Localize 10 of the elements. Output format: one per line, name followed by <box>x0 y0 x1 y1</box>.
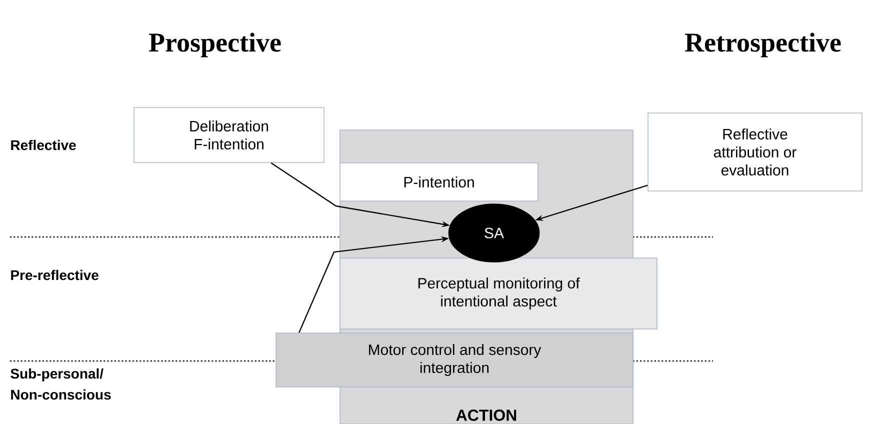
text-box: Deliberation F-intention <box>134 107 324 163</box>
text-box: Perceptual monitoring of intentional aspect <box>340 258 658 330</box>
text-box: Motor control and sensory integration <box>276 332 634 388</box>
level-label: Sub-personal/ Non-conscious <box>10 368 111 400</box>
column-heading: Prospective <box>148 32 281 58</box>
column-heading: Retrospective <box>685 32 841 58</box>
text-box: Reflective attribution or evaluation <box>648 112 862 192</box>
level-label: Reflective <box>11 140 76 150</box>
level-label: Pre-reflective <box>11 270 98 280</box>
text-box: P-intention <box>340 162 538 202</box>
